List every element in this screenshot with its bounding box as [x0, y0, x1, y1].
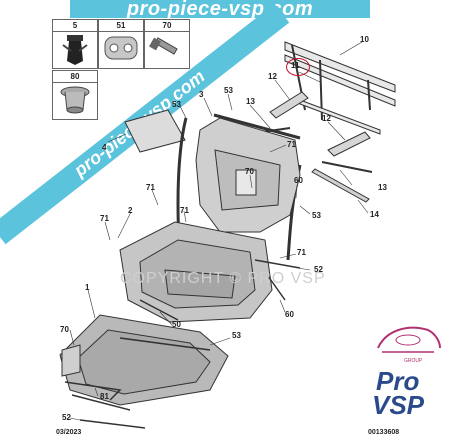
- screw-icon: [149, 37, 178, 55]
- callout-53: 53: [232, 331, 241, 340]
- callout-11: 11: [291, 61, 300, 70]
- logo-text-vsp: VSP: [372, 390, 425, 420]
- thumb-num: 51: [99, 20, 143, 32]
- callout-53: 53: [172, 100, 181, 109]
- logo-text-pro: Pro: [376, 366, 420, 396]
- callout-60: 60: [294, 176, 303, 185]
- grommet-icon: [60, 86, 90, 114]
- thumb-part-5: 5: [52, 19, 98, 69]
- callout-2: 2: [128, 206, 133, 215]
- callout-13: 13: [378, 183, 387, 192]
- footer-date: 03/2023: [56, 429, 82, 436]
- thumb-num: 70: [145, 20, 189, 32]
- callout-53: 53: [312, 211, 321, 220]
- callout-70: 70: [245, 167, 254, 176]
- callout-71: 71: [146, 183, 155, 192]
- car-silhouette-icon: [377, 326, 441, 353]
- pro-vsp-logo: GROUP Pro VSP: [368, 318, 448, 428]
- callout-71: 71: [100, 214, 109, 223]
- callout-71: 71: [287, 140, 296, 149]
- thumb-num: 5: [53, 20, 97, 32]
- callout-60: 60: [285, 310, 294, 319]
- callout-81: 81: [100, 392, 109, 401]
- footer-reference: 00133608: [368, 429, 400, 436]
- thumb-part-51: 51: [98, 19, 144, 69]
- callout-70: 70: [60, 325, 69, 334]
- callout-50: 50: [172, 320, 181, 329]
- callout-1: 1: [85, 283, 90, 292]
- callout-11-circle: [286, 58, 310, 76]
- clip-fastener-icon: [62, 35, 88, 65]
- bracket-icon: [104, 36, 138, 60]
- callout-10: 10: [360, 35, 369, 44]
- copyright-watermark: COPYRIGHT © PRO VSP: [120, 270, 326, 287]
- thumb-num: 80: [53, 71, 97, 83]
- callout-71: 71: [180, 206, 189, 215]
- logo-group-text: GROUP: [404, 358, 423, 364]
- callout-12: 12: [268, 72, 277, 81]
- callout-12: 12: [322, 114, 331, 123]
- part-10-frame: [284, 41, 396, 135]
- callout-14: 14: [370, 210, 379, 219]
- thumb-part-70: 70: [144, 19, 190, 69]
- callout-3: 3: [199, 90, 204, 99]
- callout-4: 4: [102, 143, 107, 152]
- thumb-part-80: 80: [52, 70, 98, 120]
- callout-53: 53: [224, 86, 233, 95]
- callout-13: 13: [246, 97, 255, 106]
- callout-52: 52: [314, 265, 323, 274]
- callout-71: 71: [297, 248, 306, 257]
- callout-52: 52: [62, 413, 71, 422]
